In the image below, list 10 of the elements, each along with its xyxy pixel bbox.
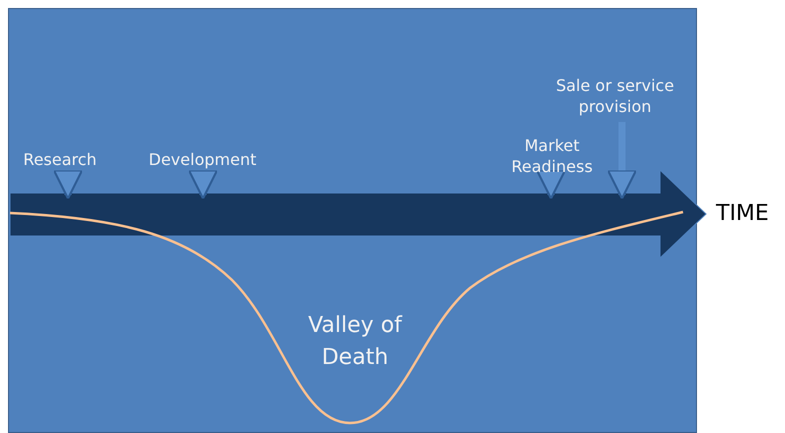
valley-label: Valley of Death: [307, 312, 404, 372]
stage-label: Sale or service provision: [540, 75, 690, 117]
arrow: [536, 169, 566, 200]
arrow: [188, 169, 218, 200]
stage-label: Development: [135, 149, 270, 170]
axis-label: TIME: [716, 201, 769, 227]
stage-label: Research: [10, 149, 110, 170]
stage-label: Market Readiness: [496, 135, 608, 177]
arrow: [52, 169, 84, 200]
arrow: [606, 122, 638, 200]
